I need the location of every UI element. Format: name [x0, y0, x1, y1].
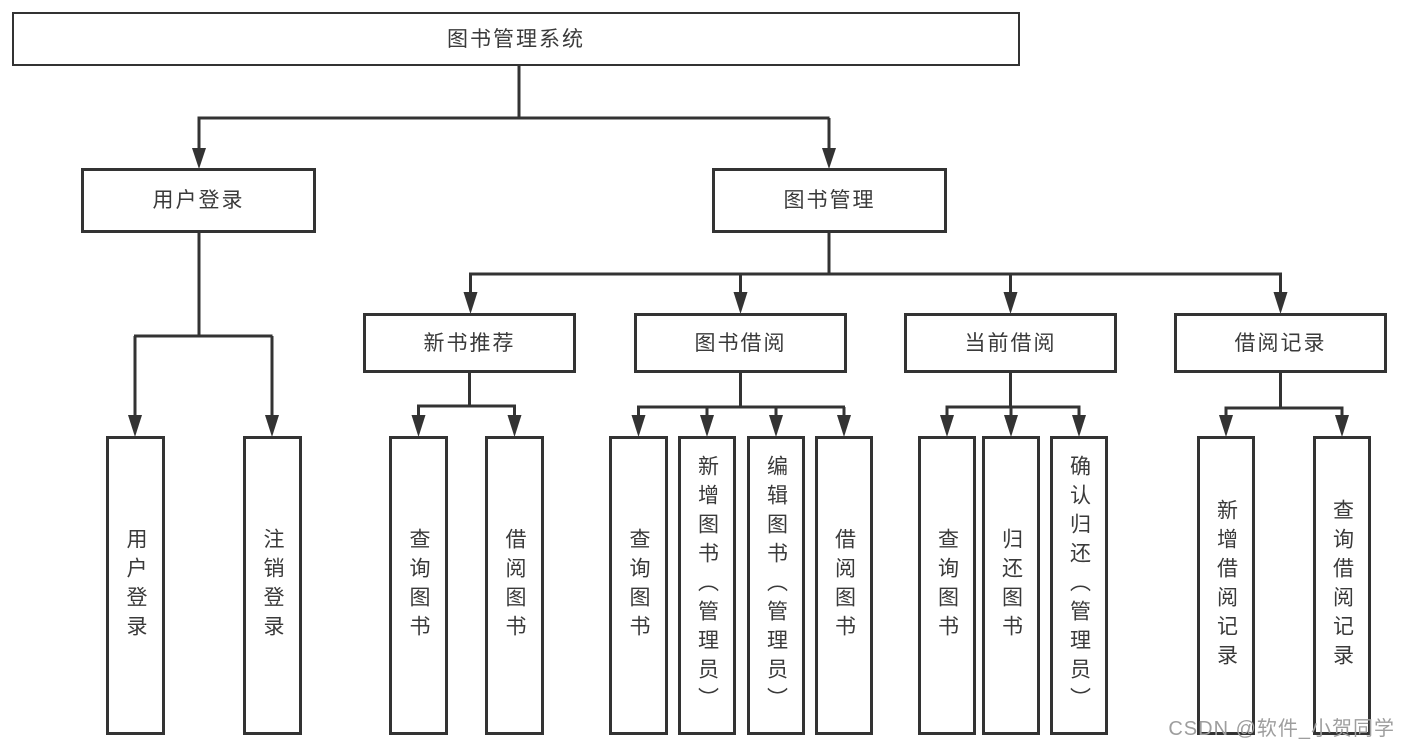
node-user-login: 用户登录: [81, 168, 316, 233]
leaf-add-borrow-record: 新增借阅记录: [1197, 436, 1255, 735]
leaf-logout: 注销登录: [243, 436, 302, 735]
leaf-edit-books-admin: 编辑图书（管理员）: [747, 436, 805, 735]
leaf-add-books-admin: 新增图书（管理员）: [678, 436, 736, 735]
node-borrow-records: 借阅记录: [1174, 313, 1387, 373]
leaf-query-books-recommend: 查询图书: [389, 436, 448, 735]
node-current-borrow: 当前借阅: [904, 313, 1117, 373]
csdn-watermark: CSDN @软件_小贺同学: [1168, 718, 1395, 740]
node-book-management: 图书管理: [712, 168, 947, 233]
node-new-book-recommend: 新书推荐: [363, 313, 576, 373]
connector-user-login-to-leaves: [128, 233, 279, 437]
leaf-return-books: 归还图书: [982, 436, 1040, 735]
connector-borrow-records-to-leaves: [1219, 373, 1349, 437]
leaf-query-borrow-record: 查询借阅记录: [1313, 436, 1371, 735]
node-library-management-system: 图书管理系统: [12, 12, 1020, 66]
connector-root-to-level2: [192, 66, 836, 169]
connector-new-books-to-leaves: [411, 373, 522, 437]
leaf-confirm-return-admin: 确认归还（管理员）: [1050, 436, 1108, 735]
leaf-user-login: 用户登录: [106, 436, 165, 735]
node-book-borrow: 图书借阅: [634, 313, 847, 373]
leaf-borrow-books-recommend: 借阅图书: [485, 436, 544, 735]
leaf-borrow-books: 借阅图书: [815, 436, 873, 735]
connector-current-borrow-to-leaves: [940, 373, 1086, 437]
leaf-query-books-borrow: 查询图书: [609, 436, 668, 735]
connector-book-borrow-to-leaves: [631, 373, 851, 437]
leaf-query-books-current: 查询图书: [918, 436, 976, 735]
connector-book-management-to-level3: [463, 233, 1288, 314]
